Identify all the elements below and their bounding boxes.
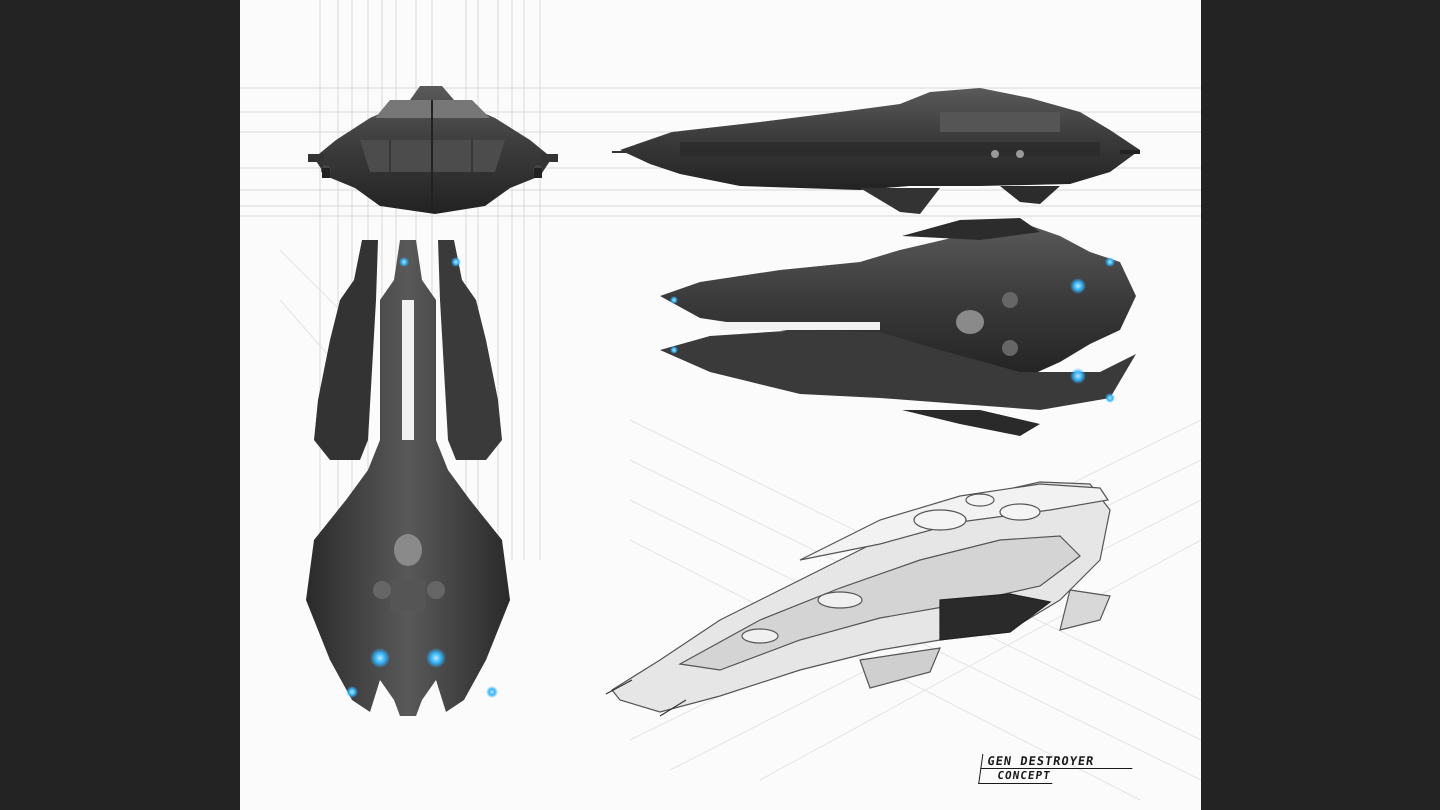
artist-signature: GEN DESTROYER CONCEPT <box>978 754 1143 788</box>
bottom-view <box>660 218 1136 436</box>
front-view <box>308 86 558 214</box>
signature-subtitle: CONCEPT <box>996 769 1052 782</box>
side-view <box>612 88 1140 214</box>
letterbox-right <box>1201 0 1440 810</box>
signature-underline-2 <box>978 783 1053 784</box>
top-view <box>306 240 510 716</box>
perspective-sketch <box>605 481 1111 717</box>
concept-art-canvas <box>240 0 1201 801</box>
signature-title: GEN DESTROYER <box>986 754 1096 768</box>
letterbox-left <box>0 0 240 810</box>
concept-sheet: GEN DESTROYER CONCEPT <box>240 0 1201 810</box>
